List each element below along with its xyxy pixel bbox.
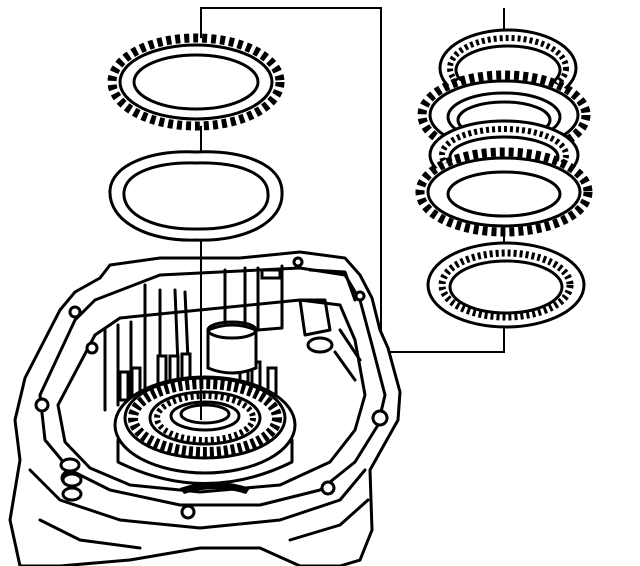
bolt-hole bbox=[68, 305, 82, 319]
plate-inner-edge bbox=[132, 53, 260, 111]
case-inner-bowl bbox=[56, 298, 367, 494]
bolt-hole bbox=[85, 341, 99, 355]
bolt-hole bbox=[320, 480, 336, 496]
case-valve-pocket bbox=[298, 268, 362, 382]
clutch-disc-5 bbox=[426, 241, 586, 329]
clutch-steel-4 bbox=[415, 147, 593, 237]
bolt-hole bbox=[180, 504, 196, 520]
bolt-hole bbox=[292, 256, 304, 268]
case-lower-skirt bbox=[28, 468, 367, 530]
wave-plate bbox=[108, 150, 284, 242]
drum-input-sleeve bbox=[206, 323, 258, 375]
bolt-hole bbox=[371, 409, 389, 427]
inner-clutch-pack bbox=[415, 28, 593, 329]
wave-plate-inner bbox=[122, 161, 270, 231]
outer-tooth-plate-upper bbox=[107, 33, 285, 131]
installed-clutch-drum bbox=[113, 320, 297, 485]
drum-skirt bbox=[116, 438, 294, 485]
bolt-hole bbox=[34, 397, 50, 413]
drum-spline-ring bbox=[123, 376, 287, 460]
plate-outer-edge bbox=[118, 43, 274, 121]
drum-hub-teeth bbox=[154, 393, 256, 443]
case-port bbox=[306, 336, 334, 354]
case-bottom-opening bbox=[180, 482, 250, 494]
drum-center-inner bbox=[179, 403, 231, 425]
case-lower-rib bbox=[38, 498, 370, 550]
drum-splines bbox=[128, 379, 282, 457]
case-dowel-left bbox=[59, 457, 83, 502]
bolt-hole bbox=[354, 290, 366, 302]
